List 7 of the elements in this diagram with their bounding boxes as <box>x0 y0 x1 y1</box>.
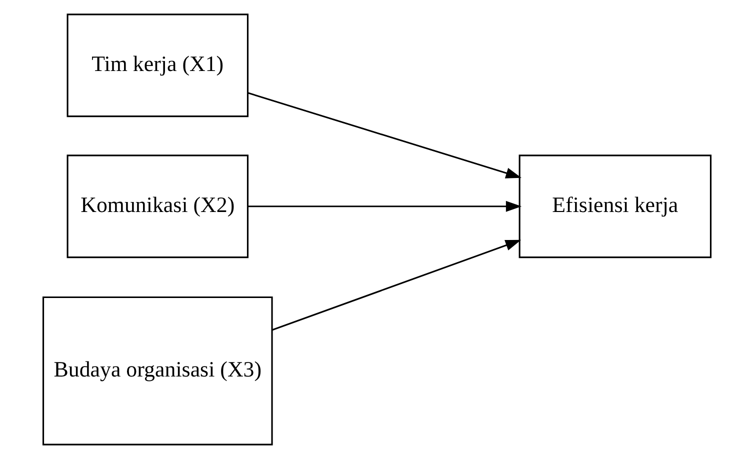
node-box: Budaya organisasi (X3) <box>42 296 272 446</box>
arrow <box>271 240 521 331</box>
node-box: Efisiensi kerja <box>518 154 712 258</box>
arrow <box>247 92 522 178</box>
node-box: Komunikasi (X2) <box>66 154 248 258</box>
arrow <box>247 200 522 212</box>
node-box: Tim kerja (X1) <box>66 14 248 118</box>
